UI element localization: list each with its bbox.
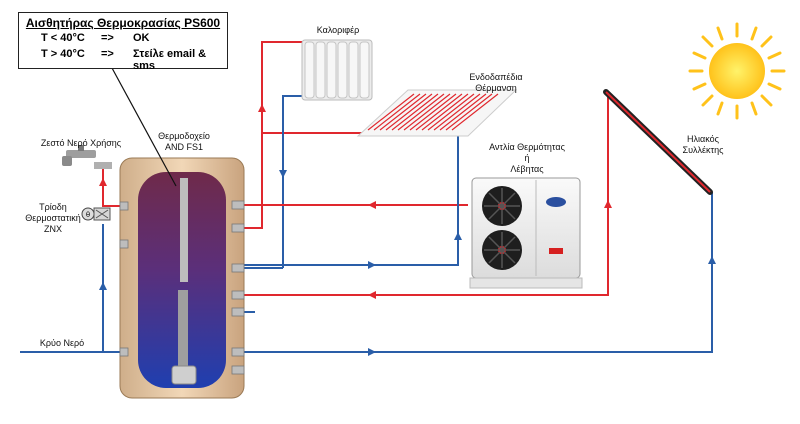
- thermostatic-valve-icon: θ: [81, 207, 111, 221]
- floor-heating-label-line1: Ενδοδαπέδια: [469, 72, 523, 82]
- flow-arrows: [99, 104, 716, 356]
- arrow-left-icon: [368, 291, 376, 299]
- condition-text: T > 40°C: [41, 48, 85, 60]
- solar-return-pipe: [243, 192, 713, 353]
- svg-text:θ: θ: [86, 211, 90, 219]
- arrow-up-icon: [604, 200, 612, 208]
- action-text: OK: [133, 32, 150, 44]
- cold-water-label: Κρύο Νερό: [39, 338, 85, 348]
- fan-icon: [482, 186, 522, 226]
- tank-label-line2: AND FS1: [164, 142, 203, 152]
- valve-label-line1: Τρίοδη: [39, 202, 67, 212]
- radiator-supply-pipe: [243, 41, 302, 229]
- floor-heating-label: Ενδοδαπέδια Θέρμανση: [456, 72, 536, 94]
- pipes: [20, 41, 713, 353]
- radiator-icon: [301, 39, 373, 101]
- heatpump-label: Αντλία Θερμότητας ή Λέβητας: [472, 142, 582, 175]
- collector-label-line2: Συλλέκτης: [682, 145, 724, 155]
- valve-label: Τρίοδη Θερμοστατική ZNX: [18, 202, 88, 235]
- brand-logo-icon: [546, 197, 566, 207]
- heat-pump-unit: [469, 177, 583, 289]
- arrow-left-icon: [368, 201, 376, 209]
- valve-label-line3: ZNX: [44, 224, 62, 234]
- solar-flow-pipe: [243, 92, 609, 296]
- faucet-icon: [62, 145, 112, 169]
- tank-ports: [119, 200, 245, 375]
- sensor-box-title: Αισθητήρας Θερμοκρασίας PS600: [25, 16, 221, 30]
- sensor-row-ok: T < 40°C => OK: [19, 32, 227, 46]
- condition-text: T < 40°C: [41, 32, 85, 44]
- arrow-up-icon: [258, 104, 266, 112]
- arrow-up-icon: [99, 178, 107, 186]
- heatpump-label-line3: Λέβητας: [510, 164, 544, 174]
- fan-icon: [482, 230, 522, 270]
- sun-icon: [688, 22, 786, 120]
- floor-heating-icon: [356, 89, 518, 137]
- temperature-sensor-box: Αισθητήρας Θερμοκρασίας PS600 T < 40°C =…: [18, 12, 228, 72]
- action-text: Στείλε email & sms: [133, 48, 207, 72]
- arrow-down-icon: [279, 170, 287, 178]
- tank-label: Θερμοδοχείο AND FS1: [150, 131, 218, 153]
- arrow-up-icon: [454, 232, 462, 240]
- arrow-text: =>: [101, 32, 114, 44]
- arrow-right-icon: [368, 348, 376, 356]
- heatpump-return-pipe: [243, 133, 459, 266]
- collector-label-line1: Ηλιακός: [687, 134, 719, 144]
- hot-water-label: Ζεστό Νερό Χρήσης: [40, 138, 122, 148]
- solar-collector-icon: [603, 89, 713, 195]
- arrow-right-icon: [368, 261, 376, 269]
- heatpump-label-line2: ή: [524, 153, 530, 163]
- tank-label-line1: Θερμοδοχείο: [158, 131, 210, 141]
- arrow-text: =>: [101, 48, 114, 60]
- arrow-up-icon: [708, 256, 716, 264]
- sensor-row-alert: T > 40°C => Στείλε email & sms: [19, 48, 227, 72]
- radiator-label: Καλοριφέρ: [316, 25, 360, 35]
- collector-label: Ηλιακός Συλλέκτης: [668, 134, 738, 156]
- storage-tank: [119, 157, 245, 399]
- arrow-up-icon: [99, 282, 107, 290]
- valve-label-line2: Θερμοστατική: [25, 213, 81, 223]
- indicator-icon: [549, 248, 563, 254]
- radiator-return-pipe: [282, 95, 302, 268]
- floor-heating-label-line2: Θέρμανση: [475, 83, 517, 93]
- sensor-pointer-line: [111, 67, 177, 187]
- heatpump-label-line1: Αντλία Θερμότητας: [489, 142, 565, 152]
